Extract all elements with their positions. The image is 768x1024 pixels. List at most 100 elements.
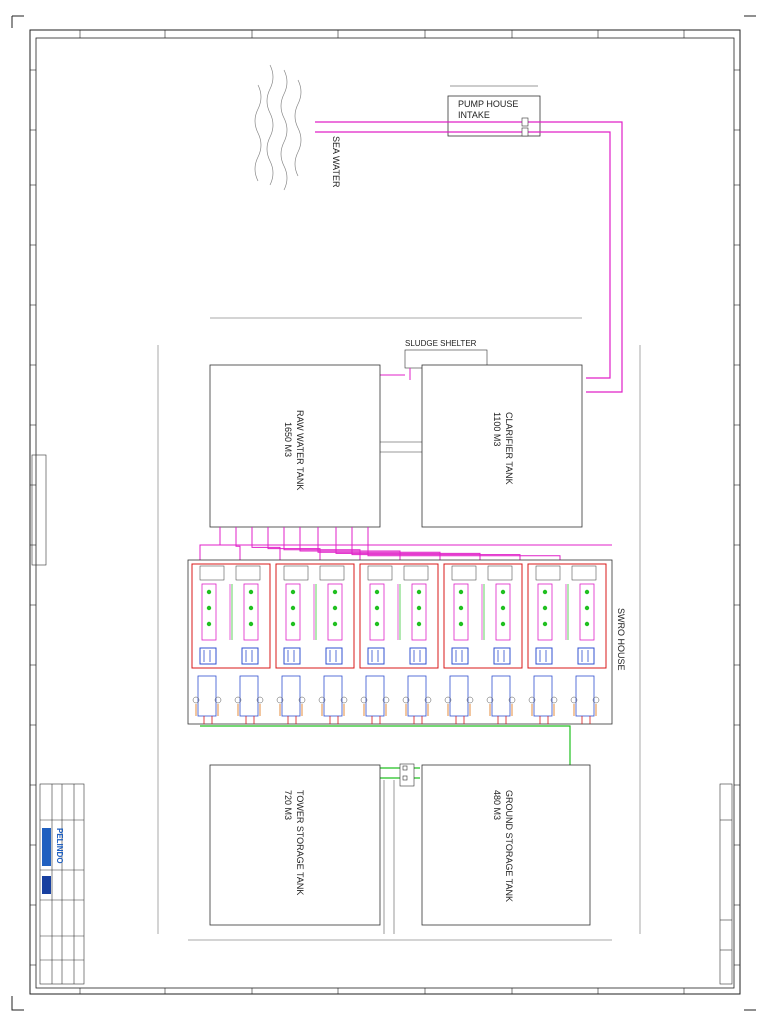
swro-unit-panel xyxy=(367,565,393,581)
vessel-port xyxy=(416,589,422,595)
swro-units xyxy=(191,563,607,724)
swro-unit-panel xyxy=(403,565,429,581)
equipment-skid xyxy=(283,647,301,665)
tower-storage-tank xyxy=(209,764,381,926)
vessel-port xyxy=(332,589,338,595)
clarifier-tank xyxy=(421,364,583,528)
raw-water-tank-label: RAW WATER TANK xyxy=(295,410,305,490)
pump-motor xyxy=(214,696,222,704)
vessel-port xyxy=(248,589,254,595)
aux-pipe xyxy=(363,704,387,716)
vessel-port xyxy=(248,605,254,611)
distribution-lines xyxy=(383,780,395,934)
pump-skid xyxy=(407,675,427,717)
drain-pipe xyxy=(455,716,465,724)
feed-pipe xyxy=(251,527,281,562)
pump-motor xyxy=(486,696,494,704)
vessel-port xyxy=(458,621,464,627)
aux-pipe xyxy=(531,704,555,716)
drain-pipe xyxy=(329,716,339,724)
pump-motor xyxy=(340,696,348,704)
equipment-skid xyxy=(577,647,595,665)
swro-unit-panel xyxy=(571,565,597,581)
equipment-skid xyxy=(451,647,469,665)
aux-pipe xyxy=(279,704,303,716)
title-block xyxy=(39,783,85,985)
ground-storage-tank-label: GROUND STORAGE TANK xyxy=(504,790,514,902)
vessel-port xyxy=(290,605,296,611)
vessel-port xyxy=(458,589,464,595)
clarifier-tank-label: CLARIFIER TANK xyxy=(504,412,514,485)
swro-unit-frame xyxy=(359,563,439,669)
vessel-port xyxy=(416,605,422,611)
drain-pipe xyxy=(581,716,591,724)
vessel-port xyxy=(458,605,464,611)
vessel-port xyxy=(374,589,380,595)
feed-pipe xyxy=(317,527,441,562)
pressure-vessel xyxy=(579,583,595,641)
swro-house-label: SWRO HOUSE xyxy=(616,608,626,671)
pump-motor xyxy=(444,696,452,704)
aux-pipe xyxy=(405,704,429,716)
vessel-port xyxy=(206,589,212,595)
feed-pipe xyxy=(335,527,481,562)
drain-pipe xyxy=(497,716,507,724)
equipment-skid xyxy=(367,647,385,665)
vessel-port xyxy=(374,605,380,611)
pump-skid xyxy=(575,675,595,717)
vessel-port xyxy=(584,605,590,611)
pump-motor xyxy=(592,696,600,704)
vessel-port xyxy=(374,621,380,627)
aux-pipe xyxy=(321,704,345,716)
vessel-port xyxy=(542,605,548,611)
intake-pumps xyxy=(521,117,529,137)
pressure-vessel xyxy=(495,583,511,641)
swro-unit-panel xyxy=(199,565,225,581)
vessel-port xyxy=(290,589,296,595)
pelindo-logo xyxy=(42,828,51,866)
swro-unit-frame xyxy=(275,563,355,669)
pump-motor xyxy=(234,696,242,704)
pump-skid xyxy=(281,675,301,717)
pelindo-logo-text: PELINDO xyxy=(55,828,64,864)
feed-pipe xyxy=(283,527,361,562)
swro-unit-panel xyxy=(535,565,561,581)
crop-marks xyxy=(11,15,756,1011)
vessel-port xyxy=(500,605,506,611)
pressure-vessel xyxy=(369,583,385,641)
drain-pipe xyxy=(245,716,255,724)
pump-skid xyxy=(491,675,511,717)
equipment-skid xyxy=(493,647,511,665)
vessel-port xyxy=(542,589,548,595)
sea-water-label: SEA WATER xyxy=(331,136,341,188)
sea-water-waves xyxy=(254,64,302,191)
sludge-shelter-label: SLUDGE SHELTER xyxy=(405,339,477,348)
vessel-port xyxy=(332,605,338,611)
vessel-port xyxy=(206,621,212,627)
pump-motor xyxy=(382,696,390,704)
raw-water-tank xyxy=(209,364,381,528)
pump-motor xyxy=(402,696,410,704)
intake-pipes xyxy=(315,121,623,393)
tower-storage-tank-label: TOWER STORAGE TANK xyxy=(295,790,305,895)
pump-motor xyxy=(508,696,516,704)
ground-storage-tank xyxy=(421,764,591,926)
pressure-vessel xyxy=(243,583,259,641)
swro-unit-panel xyxy=(283,565,309,581)
pump-motor xyxy=(570,696,578,704)
feed-pipe xyxy=(367,527,561,562)
tank-connector xyxy=(380,441,422,453)
outer-border xyxy=(29,29,741,995)
pump-house-label-2: INTAKE xyxy=(458,110,490,120)
vessel-port xyxy=(584,589,590,595)
pump-house-label-1: PUMP HOUSE xyxy=(458,99,518,109)
zone-ticks xyxy=(30,30,740,994)
tower-storage-tank-volume: 720 M3 xyxy=(283,790,293,820)
pump-skid xyxy=(533,675,553,717)
equipment-skid xyxy=(199,647,217,665)
vessel-port xyxy=(248,621,254,627)
equipment-skid xyxy=(535,647,553,665)
clarifier-tank-volume: 1100 M3 xyxy=(492,412,502,446)
aux-pipe xyxy=(195,704,219,716)
feed-pipe xyxy=(235,527,241,562)
